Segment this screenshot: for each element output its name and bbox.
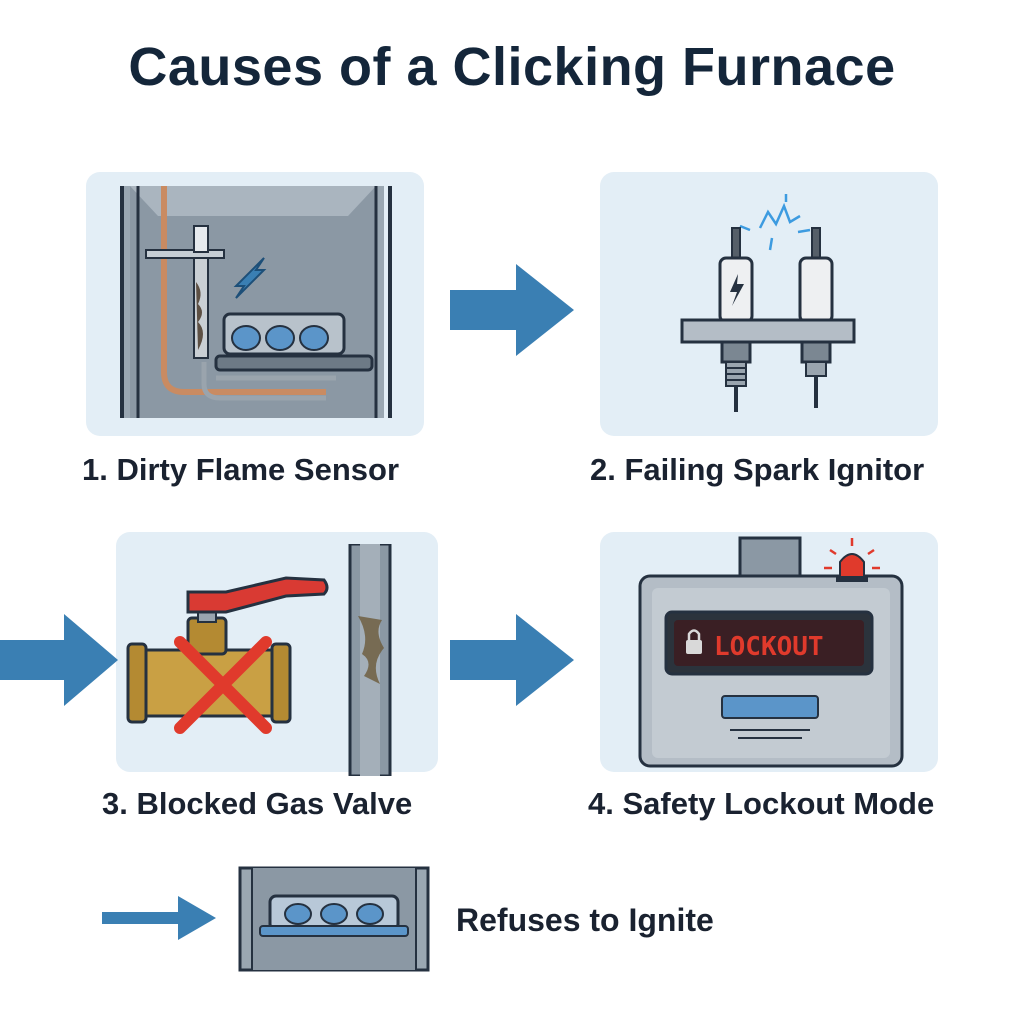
burner-tray-illustration [238, 866, 430, 972]
clogged-pipe-icon [348, 542, 392, 778]
spark-ignitor-illustration [680, 194, 856, 412]
spark-icon [739, 194, 811, 251]
padlock-icon [686, 629, 702, 654]
outcome-burner-icon [238, 866, 430, 972]
alarm-light-icon [824, 538, 880, 582]
right-arrow-icon [450, 264, 574, 356]
step-3-label: 3. Blocked Gas Valve [102, 786, 413, 821]
arrow-into-step-3 [0, 612, 120, 708]
step-2-label: 2. Failing Spark Ignitor [590, 452, 925, 487]
spark-ignitor-panel [600, 172, 938, 436]
page-title: Causes of a Clicking Furnace [128, 37, 896, 97]
right-arrow-icon [102, 896, 216, 940]
step-1-label: 1. Dirty Flame Sensor [82, 452, 400, 487]
right-arrow-icon [450, 614, 574, 706]
dirty-flame-sensor-panel [86, 172, 424, 436]
dirty-flame-sensor-illustration [120, 186, 392, 418]
blocked-pipe [340, 542, 400, 778]
arrow-step-1-to-2 [448, 262, 576, 358]
lockout-display-text: LOCKOUT [714, 632, 824, 662]
safety-lockout-panel: LOCKOUT [600, 532, 938, 772]
right-arrow-icon [0, 614, 118, 706]
step-4-label: 4. Safety Lockout Mode [588, 786, 935, 821]
safety-lockout-illustration: LOCKOUT [638, 536, 904, 768]
blocked-gas-valve-illustration [126, 576, 329, 734]
alarm-light [820, 536, 884, 582]
arrow-to-outcome [100, 892, 220, 944]
arrow-step-3-to-4 [448, 612, 576, 708]
outcome-label: Refuses to Ignite [456, 902, 714, 938]
